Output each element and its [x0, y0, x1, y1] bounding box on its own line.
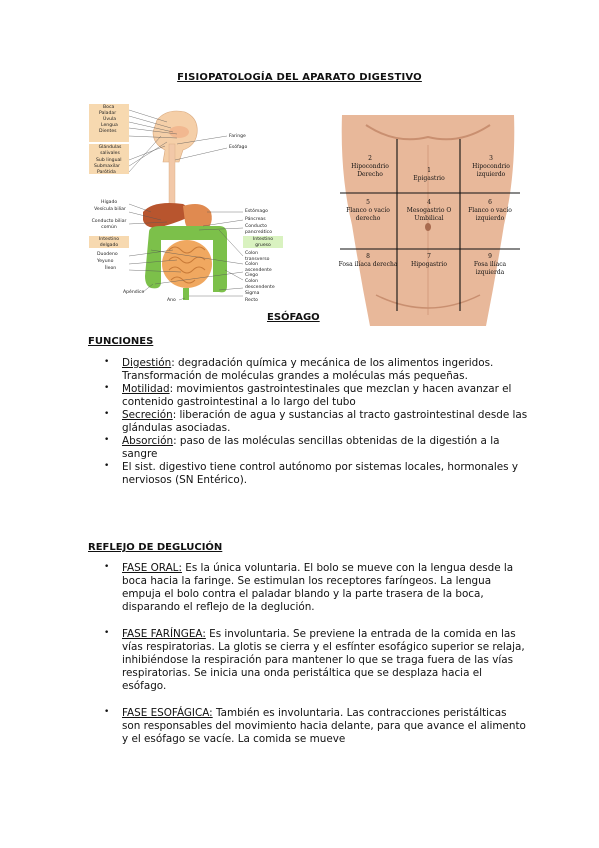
item-text: : degradación química y mecánica de los … [122, 357, 494, 382]
item-text: : liberación de agua y sustancias al tra… [122, 409, 528, 434]
region-name: Flanco o vacío derecho [346, 207, 390, 222]
label-conducto-biliar: Conducto biliar común [91, 219, 127, 230]
region-name: Hipocondrio Derecho [351, 163, 389, 178]
label-glandulas: Glándulas salivales [98, 145, 122, 156]
region-number: 5 [366, 199, 370, 206]
page-title: FISIOPATOLOGÍA DEL APARATO DIGESTIVO [177, 72, 422, 83]
bullet-icon: • [104, 383, 110, 393]
bullet-icon: • [104, 707, 110, 717]
item-text: : paso de las moléculas sencillas obteni… [122, 435, 500, 460]
list-item: • Motilidad: movimientos gastrointestinal… [88, 383, 528, 409]
item-text: : movimientos gastrointestinales que mez… [122, 383, 512, 408]
region-number: 6 [488, 199, 492, 206]
bullet-icon: • [104, 357, 110, 367]
region-name: Fosa ilíaca derecha [338, 261, 398, 268]
item-text: También es involuntaria. Las contraccion… [122, 707, 526, 745]
list-item: • Absorción: paso de las moléculas sencil… [88, 435, 528, 461]
region-number: 9 [488, 253, 492, 260]
abdominal-regions-figure: 2 Hipocondrio Derecho 1 Epigastrio 3 Hip… [336, 115, 520, 326]
label-colon-ascendente: Colon ascendente [245, 262, 272, 273]
figure-caption: ESÓFAGO [267, 312, 320, 323]
label-ano: Ano [167, 298, 176, 303]
list-item: • El sist. digestivo tiene control autóno… [88, 461, 528, 487]
label-colon-descendente: Colon descendente [245, 279, 275, 290]
region-8: 8 Fosa ilíaca derecha [338, 253, 398, 269]
funciones-heading: FUNCIONES [88, 336, 154, 347]
label-uvula: Úvula [103, 117, 117, 122]
list-item: • FASE FARÍNGEA: Es involuntaria. Se prev… [88, 628, 528, 693]
item-term: FASE FARÍNGEA: [122, 628, 206, 640]
bullet-icon: • [104, 461, 110, 471]
list-item: • Secreción: liberación de agua y sustanc… [88, 409, 528, 435]
region-5: 5 Flanco o vacío derecho [340, 199, 396, 223]
list-item: • FASE ESOFÁGICA: También es involuntaria… [88, 707, 528, 746]
label-estomago: Estómago [245, 209, 268, 214]
region-name: Epigastrio [413, 175, 445, 182]
label-higado: Hígado [101, 200, 118, 205]
item-term: Absorción [122, 435, 174, 447]
bullet-icon: • [104, 562, 110, 572]
region-name: Fosa ilíaca izquierda [473, 261, 507, 276]
region-number: 1 [427, 167, 431, 174]
label-colon-transverso: Colon transverso [245, 251, 270, 262]
torso-illustration [336, 115, 520, 326]
item-text: El sist. digestivo tiene control autónom… [122, 461, 519, 486]
label-faringe: Faringe [229, 134, 246, 139]
label-lengua: Lengua [101, 123, 118, 128]
label-submaxilar: Submaxilar [94, 164, 121, 169]
region-number: 3 [489, 155, 493, 162]
item-text: Es involuntaria. Se previene la entrada … [122, 628, 525, 692]
label-dientes: Dientes [99, 129, 117, 134]
reflejo-list: • FASE ORAL: Es la única voluntaria. El b… [88, 562, 528, 760]
digestive-system-illustration [89, 104, 283, 301]
region-number: 7 [427, 253, 431, 260]
list-item: • FASE ORAL: Es la única voluntaria. El b… [88, 562, 528, 614]
region-number: 4 [427, 199, 431, 206]
label-vesicula: Vesícula biliar [94, 207, 126, 212]
item-term: Digestión [122, 357, 172, 369]
region-name: Mesogastrio O Umbilical [406, 207, 452, 222]
region-name: Flanco o vacío izquierdo [468, 207, 512, 222]
bullet-icon: • [104, 409, 110, 419]
label-boca: Boca [103, 105, 115, 110]
item-term: FASE ESOFÁGICA: [122, 707, 213, 719]
region-number: 8 [366, 253, 370, 260]
item-term: Motilidad [122, 383, 170, 395]
bullet-icon: • [104, 435, 110, 445]
list-item: • Digestión: degradación química y mecáni… [88, 357, 528, 383]
label-conducto-pancreatico: Conducto pancreático [245, 224, 273, 235]
funciones-list: • Digestión: degradación química y mecáni… [88, 357, 528, 487]
label-intestino-grueso: Intestino grueso [252, 237, 274, 248]
region-name: Hipogastrio [411, 261, 447, 268]
label-sigma: Sigma [245, 291, 260, 296]
region-6: 6 Flanco o vacío izquierdo [462, 199, 518, 223]
region-9: 9 Fosa ilíaca izquierda [462, 253, 518, 277]
bullet-icon: • [104, 628, 110, 638]
label-ciego: Ciego [245, 273, 259, 278]
label-pancreas: Páncreas [245, 217, 266, 222]
region-number: 2 [368, 155, 372, 162]
label-apendice: Apéndice [123, 290, 145, 295]
label-parotida: Parótida [97, 170, 116, 175]
item-term: Secreción [122, 409, 173, 421]
label-ileon: Íleon [105, 266, 117, 271]
region-name: Hipocondrio izquierdo [472, 163, 510, 178]
label-paladar: Paladar [99, 111, 117, 116]
region-3: 3 Hipocondrio izquierdo [462, 155, 520, 179]
region-4: 4 Mesogastrio O Umbilical [400, 199, 458, 223]
item-term: FASE ORAL: [122, 562, 182, 574]
label-recto: Recto [245, 298, 258, 303]
label-intestino-delgado: Intestino delgado [98, 237, 120, 248]
label-yeyuno: Yeyuno [97, 259, 114, 264]
region-7: 7 Hipogastrio [400, 253, 458, 269]
region-1: 1 Epigastrio [400, 167, 458, 183]
reflejo-heading: REFLEJO DE DEGLUCIÓN [88, 542, 223, 553]
label-sublingual: Sub lingual [96, 158, 122, 163]
label-esofago: Esófago [229, 145, 248, 150]
label-duodeno: Duodeno [97, 252, 118, 257]
item-text: Es la única voluntaria. El bolo se mueve… [122, 562, 514, 613]
digestive-system-diagram: Boca Paladar Úvula Lengua Dientes Glándu… [87, 100, 299, 308]
region-2: 2 Hipocondrio Derecho [344, 155, 396, 179]
